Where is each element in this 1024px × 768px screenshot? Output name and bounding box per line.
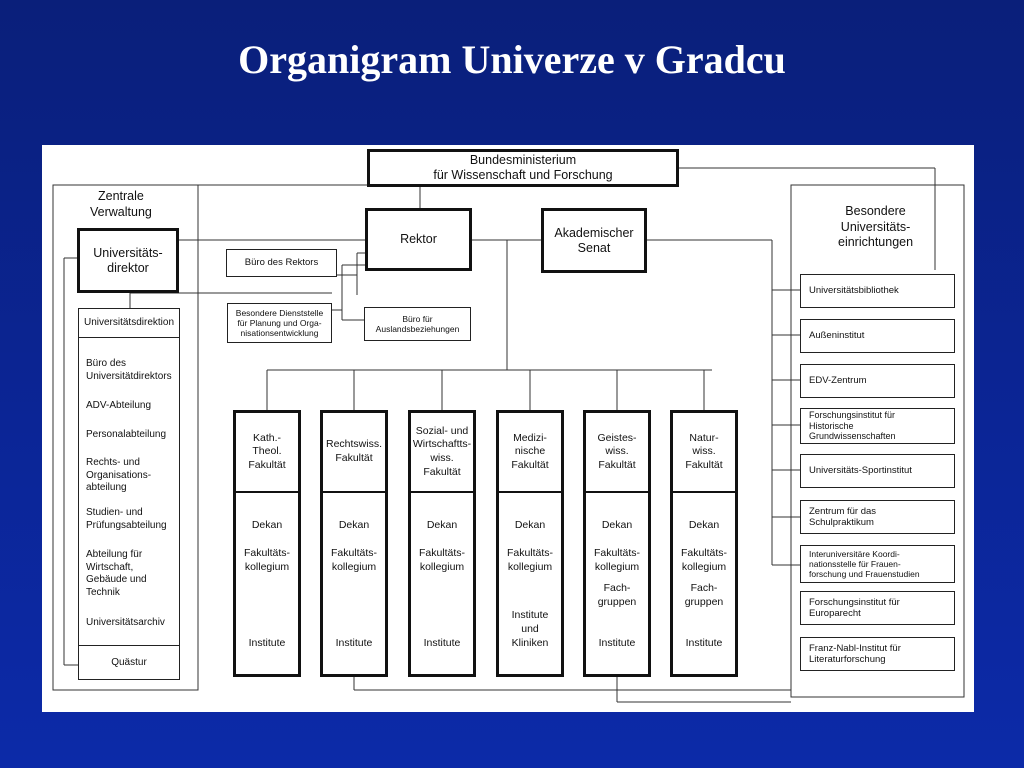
faculty-dekan: Dekan xyxy=(426,519,458,531)
besondere-einrichtungen-label: Besondere Universitäts- einrichtungen xyxy=(838,204,914,250)
universitaetsdirektor-box: Universitäts- direktor xyxy=(77,228,179,293)
einrichtung-box: Franz-Nabl-Institut für Literaturforschu… xyxy=(800,637,955,671)
direktion-item: Büro des Universitätdirektors xyxy=(86,358,172,382)
faculty-kollegium: Fakultäts- kollegium xyxy=(330,547,378,574)
faculty-box: Medizi- nische Fakultät Dekan Fakultäts-… xyxy=(496,410,564,677)
organigram-panel: Bundesministerium für Wissenschaft und F… xyxy=(42,145,974,712)
direktion-item: ADV-Abteilung xyxy=(86,400,152,411)
faculty-kollegium: Fakultäts- kollegium xyxy=(593,547,641,574)
direktion-head: Universitätsdirektion xyxy=(78,308,180,338)
einrichtung-box: Universitäts-Sportinstitut xyxy=(800,454,955,488)
einrichtung-box: EDV-Zentrum xyxy=(800,364,955,398)
faculty-extra: Fach- gruppen xyxy=(684,582,724,609)
dienststelle-box: Besondere Dienststelle für Planung und O… xyxy=(227,303,332,343)
faculty-extra: Fach- gruppen xyxy=(597,582,637,609)
buero-rektors-box: Büro des Rektors xyxy=(226,249,337,277)
faculty-dekan: Dekan xyxy=(251,519,283,531)
zentrale-verwaltung-label: Zentrale Verwaltung xyxy=(90,189,152,219)
direktion-item: Personalabteilung xyxy=(86,429,167,440)
faculty-name: Sozial- und Wirtschaftts- wiss. Fakultät xyxy=(411,413,473,493)
auslandsbeziehungen-box: Büro für Auslandsbeziehungen xyxy=(364,307,471,341)
faculty-bottom: Institute xyxy=(685,637,723,649)
page-title: Organigram Univerze v Gradcu xyxy=(238,37,786,82)
direktion-item: Rechts- und Organisations- abteilung xyxy=(86,457,152,493)
faculty-box: Rechtswiss. Fakultät Dekan Fakultäts- ko… xyxy=(320,410,388,677)
faculty-dekan: Dekan xyxy=(338,519,370,531)
einrichtung-box: Forschungsinstitut für Europarecht xyxy=(800,591,955,625)
faculty-bottom: Institute und Kliniken xyxy=(511,609,549,650)
connector-lines xyxy=(52,167,965,703)
rektor-box: Rektor xyxy=(365,208,472,271)
faculty-bottom: Institute xyxy=(423,637,461,649)
einrichtung-box: Forschungsinstitut für Historische Grund… xyxy=(800,408,955,444)
einrichtung-box: Universitätsbibliothek xyxy=(800,274,955,308)
faculty-box: Kath.- Theol. Fakultät Dekan Fakultäts- … xyxy=(233,410,301,677)
einrichtung-box: Außeninstitut xyxy=(800,319,955,353)
faculty-kollegium: Fakultäts- kollegium xyxy=(418,547,466,574)
direktion-item: Studien- und Prüfungsabteilung xyxy=(86,507,167,531)
faculty-dekan: Dekan xyxy=(514,519,546,531)
faculty-bottom: Institute xyxy=(598,637,636,649)
faculty-name: Medizi- nische Fakultät xyxy=(499,413,561,493)
faculty-bottom: Institute xyxy=(248,637,286,649)
faculty-dekan: Dekan xyxy=(601,519,633,531)
einrichtung-box: Zentrum für das Schulpraktikum xyxy=(800,500,955,534)
faculty-box: Natur- wiss. Fakultät Dekan Fakultäts- k… xyxy=(670,410,738,677)
direktion-item: Universitätsarchiv xyxy=(86,617,165,628)
faculty-name: Rechtswiss. Fakultät xyxy=(323,413,385,493)
quaestur-box: Quästur xyxy=(78,645,180,680)
faculty-name: Kath.- Theol. Fakultät xyxy=(236,413,298,493)
ministry-box: Bundesministerium für Wissenschaft und F… xyxy=(367,149,679,187)
faculty-box: Sozial- und Wirtschaftts- wiss. Fakultät… xyxy=(408,410,476,677)
faculty-kollegium: Fakultäts- kollegium xyxy=(506,547,554,574)
faculty-name: Natur- wiss. Fakultät xyxy=(673,413,735,493)
faculty-bottom: Institute xyxy=(335,637,373,649)
faculty-name: Geistes- wiss. Fakultät xyxy=(586,413,648,493)
senat-box: Akademischer Senat xyxy=(541,208,647,273)
einrichtung-box: Interuniversitäre Koordi- nationsstelle … xyxy=(800,545,955,583)
faculty-kollegium: Fakultäts- kollegium xyxy=(680,547,728,574)
faculty-dekan: Dekan xyxy=(688,519,720,531)
direktion-item: Abteilung für Wirtschaft, Gebäude und Te… xyxy=(86,549,147,598)
faculty-kollegium: Fakultäts- kollegium xyxy=(243,547,291,574)
faculty-box: Geistes- wiss. Fakultät Dekan Fakultäts-… xyxy=(583,410,651,677)
